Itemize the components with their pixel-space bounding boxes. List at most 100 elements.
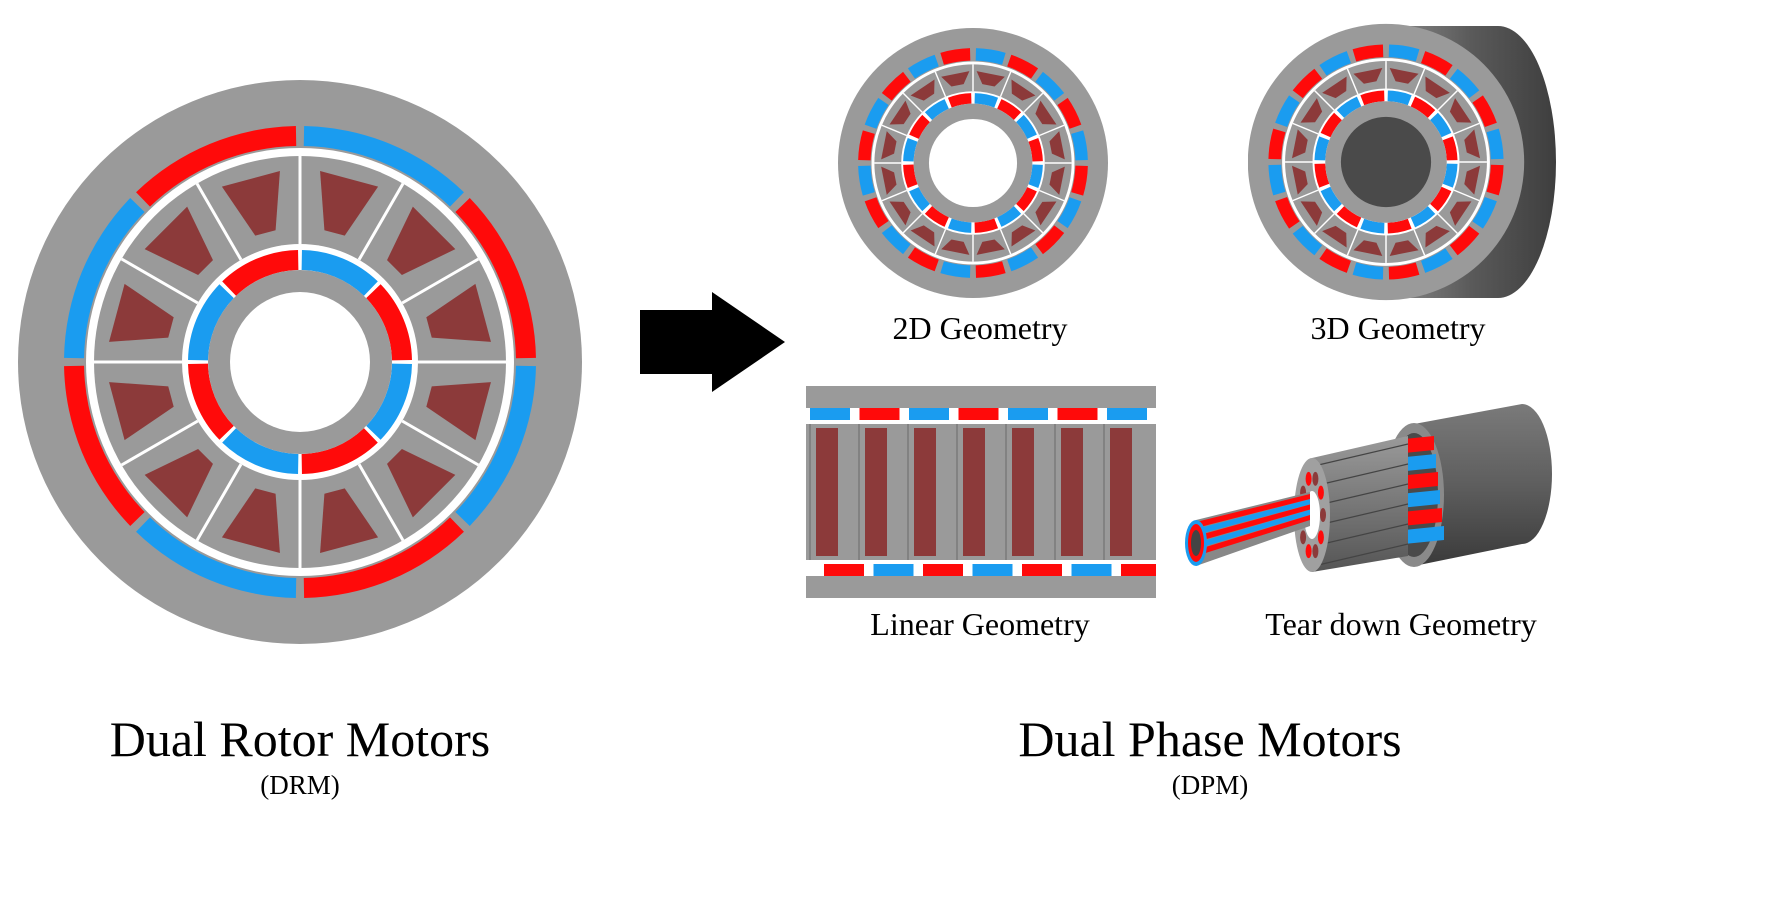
arrow-right-icon	[640, 292, 785, 392]
outer-magnet	[64, 365, 145, 526]
stator-coil	[1049, 131, 1065, 160]
stator-coil	[1291, 165, 1308, 195]
inner-magnet	[1430, 186, 1452, 212]
stator-coil	[1011, 225, 1036, 247]
outer-magnet	[881, 225, 911, 255]
dpm-3d-geometry-figure	[1248, 23, 1556, 301]
inner-magnet	[1410, 96, 1436, 118]
outer-magnet	[64, 198, 145, 359]
top-yoke	[806, 386, 1156, 408]
outer-magnet	[907, 247, 939, 272]
outer-magnet	[1449, 68, 1480, 99]
stator-coil	[1449, 98, 1472, 123]
stator-coil	[881, 131, 897, 160]
shell-magnet	[1400, 490, 1440, 508]
inner-magnet	[1336, 206, 1362, 228]
slot-line	[1023, 92, 1044, 113]
inner-magnet	[1442, 163, 1458, 188]
slot-line	[1413, 229, 1426, 256]
stator-coil	[1353, 67, 1383, 84]
label-teardown-geometry: Tear down Geometry	[1265, 606, 1537, 642]
inner-magnet	[1028, 137, 1043, 162]
dpm-linear-geometry-figure	[806, 386, 1156, 598]
drm-abbreviation: (DRM)	[260, 770, 340, 800]
outer-magnet	[1486, 128, 1504, 160]
linear-coil	[914, 428, 936, 556]
outer-magnet	[1007, 54, 1039, 79]
inner-magnet	[1360, 90, 1385, 106]
stator-coil	[1353, 240, 1383, 257]
outer-magnet	[1388, 44, 1420, 62]
linear-coil	[816, 428, 838, 556]
slot-line	[195, 463, 243, 542]
outer-magnet	[1319, 248, 1351, 273]
label-2d-geometry: 2D Geometry	[892, 310, 1068, 346]
stator-coil	[910, 79, 935, 101]
stator-coil	[1300, 98, 1323, 123]
outer-magnet	[975, 261, 1006, 278]
top-magnet	[958, 408, 999, 420]
outer-magnet	[1057, 197, 1082, 229]
top-magnet	[1008, 408, 1048, 420]
slot-line	[1453, 122, 1480, 135]
slot-line	[934, 229, 947, 255]
stator-coil	[1011, 79, 1036, 101]
inner-magnet	[947, 218, 972, 233]
bottom-magnet	[824, 564, 864, 576]
outer-magnet	[864, 197, 889, 229]
top-magnet	[1057, 408, 1098, 420]
inner-magnet	[188, 363, 234, 440]
stator-coil	[320, 171, 379, 236]
outer-magnet	[1292, 68, 1323, 99]
inner-magnet	[997, 206, 1022, 227]
bottom-magnet	[972, 564, 1013, 576]
slot-line	[881, 124, 907, 137]
inner-magnet	[188, 284, 234, 361]
stator-coil	[221, 171, 280, 236]
outer-magnet	[455, 365, 536, 526]
slot-line	[1314, 213, 1335, 234]
inner-magnet	[1016, 114, 1037, 139]
inner-magnet	[1016, 187, 1037, 212]
stator-coil	[221, 488, 280, 553]
inner-magnet	[997, 99, 1022, 120]
outer-magnet	[1035, 71, 1065, 101]
linear-coil	[963, 428, 985, 556]
outer-magnet	[1421, 51, 1453, 76]
slot-line	[1453, 189, 1480, 202]
outer-magnet	[1275, 95, 1300, 127]
slot-line	[357, 182, 405, 261]
outer-magnet	[303, 126, 464, 207]
dpm-teardown-geometry-figure	[1185, 404, 1552, 572]
inner-magnet	[1314, 163, 1330, 188]
inner-magnet	[1320, 112, 1342, 138]
inner-magnet	[1430, 112, 1452, 138]
stator-coil	[1464, 129, 1481, 159]
shaft-bore	[1340, 116, 1432, 208]
inner-magnet	[1410, 206, 1436, 228]
inner-magnet	[909, 114, 930, 139]
stator-face-coil	[1317, 485, 1324, 500]
slot-line	[401, 257, 480, 305]
stator-coil	[881, 166, 897, 195]
stator-coil	[1322, 225, 1347, 248]
stator-coil	[1389, 67, 1419, 84]
slot-line	[1023, 213, 1044, 234]
shell-magnet	[1402, 508, 1442, 526]
inner-magnet	[903, 164, 918, 189]
outer-magnet	[1319, 51, 1351, 76]
slot-line	[401, 419, 480, 467]
inner-magnet	[222, 428, 299, 474]
outer-magnet	[1421, 248, 1453, 273]
top-magnet	[810, 408, 850, 420]
stator-coil	[1035, 201, 1057, 226]
stator-coil	[426, 382, 491, 441]
outer-magnet	[940, 261, 971, 278]
stator-coil	[387, 206, 456, 275]
slot-line	[1039, 124, 1065, 137]
slot-line	[1346, 229, 1359, 256]
stator-coil	[1389, 240, 1419, 257]
shaft-bore	[928, 118, 1018, 208]
outer-magnet	[1352, 262, 1384, 280]
linear-coil	[1012, 428, 1034, 556]
